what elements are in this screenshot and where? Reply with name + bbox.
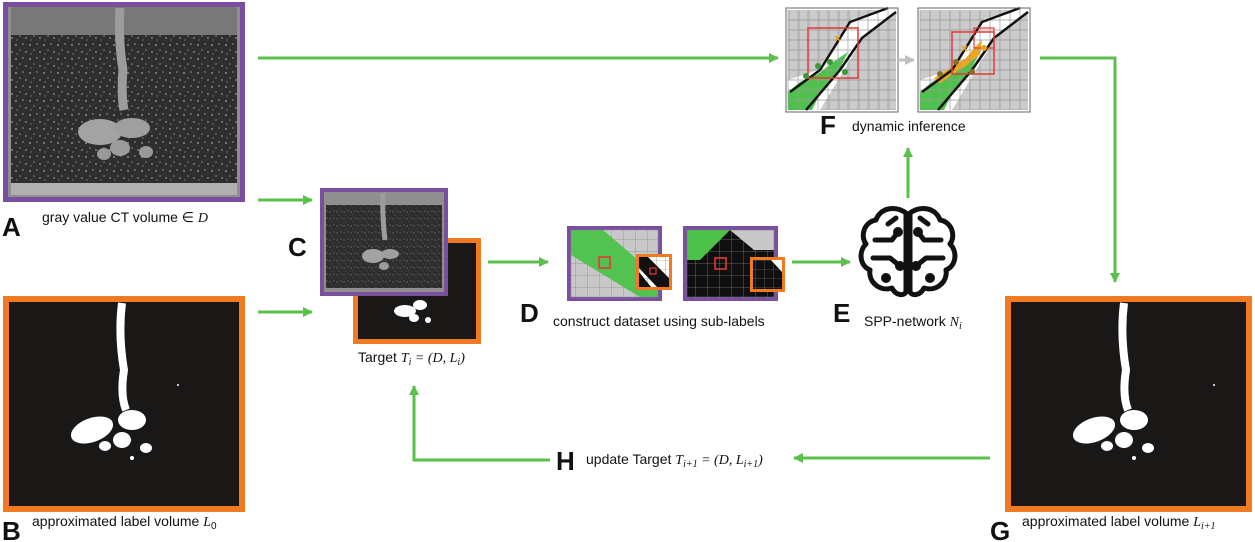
label-e-math: N xyxy=(949,315,960,330)
label-b: B approximated label volume L0 xyxy=(2,513,217,542)
label-h: H update Target Ti+1 = (D, Li+1) xyxy=(556,446,763,476)
label-c-close: ) xyxy=(459,351,465,366)
label-c-rest: = (D, L xyxy=(411,351,457,366)
label-c-sub: i xyxy=(409,357,412,368)
panel-letter-e: E xyxy=(833,298,850,328)
label-g-sub: i+1 xyxy=(1201,521,1216,532)
panel-letter-f: F xyxy=(820,110,836,140)
label-e: E SPP-network Ni xyxy=(833,298,962,332)
ct-volume-image xyxy=(3,2,245,202)
label-a: A gray value CT volume ∈ D xyxy=(2,209,208,242)
label-d: D construct dataset using sub-labels xyxy=(520,298,765,329)
label-g: G approximated label volume Li+1 xyxy=(990,513,1216,542)
label-h-math: T xyxy=(675,453,684,468)
label-c-math: T xyxy=(401,351,410,366)
svg-text:Target Ti = (D, Li): Target Ti = (D, Li) xyxy=(358,349,465,368)
label-volume-Li1-image xyxy=(1005,296,1252,512)
label-e-text: SPP-network xyxy=(864,313,950,329)
inference-grid-1 xyxy=(785,6,899,113)
label-c-text: Target xyxy=(358,349,401,365)
label-h-rest-sub: i+1 xyxy=(744,459,759,470)
panel-letter-g: G xyxy=(990,516,1010,542)
panel-letter-d: D xyxy=(520,298,539,328)
label-e-sub: i xyxy=(959,321,962,332)
panel-letter-b: B xyxy=(2,516,21,542)
label-b-sub: 0 xyxy=(211,521,217,532)
label-volume-L0-image xyxy=(3,296,245,512)
label-a-math: D xyxy=(197,211,208,226)
label-f: F dynamic inference xyxy=(820,110,966,140)
label-d-text: construct dataset using sub-labels xyxy=(553,313,765,329)
label-c-rest-sub: i xyxy=(457,357,460,368)
inference-grid-2 xyxy=(917,6,1031,113)
panel-letter-a: A xyxy=(2,212,21,242)
label-f-text: dynamic inference xyxy=(852,118,966,134)
flow-arrows xyxy=(258,53,1120,463)
label-h-close: ) xyxy=(757,453,763,468)
target-ct-thumbnail xyxy=(320,188,448,296)
label-b-math: L xyxy=(202,515,211,530)
label-c: C Target Ti = (D, Li) xyxy=(288,232,465,368)
svg-text:gray value CT volume ∈ D: gray value CT volume ∈ D xyxy=(42,209,208,226)
brain-icon xyxy=(858,206,958,298)
label-b-text: approximated label volume xyxy=(32,513,203,529)
label-a-text: gray value CT volume ∈ xyxy=(42,209,198,225)
label-g-math: L xyxy=(1192,515,1201,530)
svg-text:approximated label volume L0: approximated label volume L0 xyxy=(32,513,217,532)
arrow-f-to-g xyxy=(1040,56,1120,283)
arrow-h-to-c xyxy=(409,385,550,462)
panel-letter-c: C xyxy=(288,232,307,262)
label-g-text: approximated label volume xyxy=(1022,513,1193,529)
label-h-sub: i+1 xyxy=(683,459,698,470)
label-h-rest: = (D, L xyxy=(698,453,744,468)
dataset-patch-label xyxy=(567,226,672,301)
svg-text:update Target Ti+1 = (D, Li+1): update Target Ti+1 = (D, Li+1) xyxy=(586,451,763,470)
label-h-text: update Target xyxy=(586,451,675,467)
svg-text:SPP-network Ni: SPP-network Ni xyxy=(864,313,962,332)
dataset-patch-ct xyxy=(683,226,785,301)
panel-letter-h: H xyxy=(556,446,575,476)
svg-text:approximated label volume Li+1: approximated label volume Li+1 xyxy=(1022,513,1216,532)
